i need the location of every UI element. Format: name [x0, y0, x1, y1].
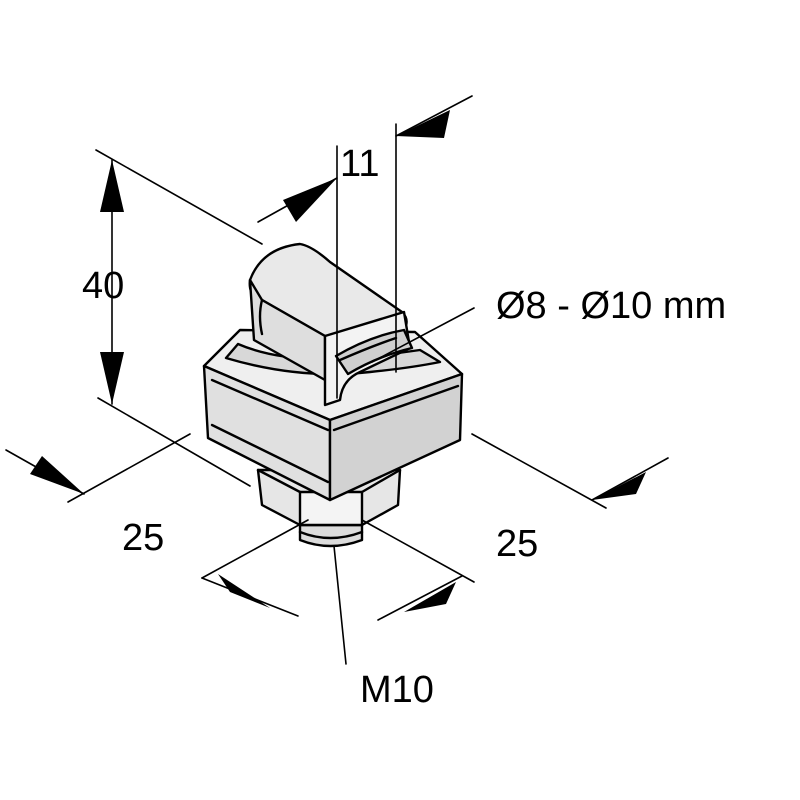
slot-width-dimension: 11: [257, 95, 473, 399]
arrow-right-icon: [283, 178, 337, 222]
width-right-label: 25: [496, 523, 538, 565]
thread-label: M10: [360, 669, 434, 711]
height-label: 40: [82, 265, 124, 307]
arrow-right-dim-icon: [218, 574, 270, 608]
slot-width-label: 11: [340, 143, 379, 185]
saddle-clamp: [248, 242, 414, 407]
arrow-right-dim2-icon: [592, 472, 646, 500]
width-right-dimension: 25: [361, 433, 669, 621]
arrow-down-icon: [100, 352, 124, 404]
arrow-left-dim-icon: [30, 456, 84, 494]
arrow-up-icon: [100, 160, 124, 212]
clamp-part: [202, 242, 464, 548]
arrow-left-icon: [396, 110, 450, 138]
thread-dimension: M10: [333, 545, 434, 711]
height-dimension: 40: [82, 149, 263, 487]
width-left-label: 25: [122, 517, 164, 559]
diameter-dimension: Ø8 - Ø10 mm: [371, 285, 726, 363]
arrow-left-dim2-icon: [404, 582, 456, 612]
diameter-label: Ø8 - Ø10 mm: [496, 285, 726, 327]
width-left-dimension: 25: [5, 433, 309, 617]
dimension-lines: 40 11 Ø8 - Ø10 mm 25: [5, 95, 726, 711]
